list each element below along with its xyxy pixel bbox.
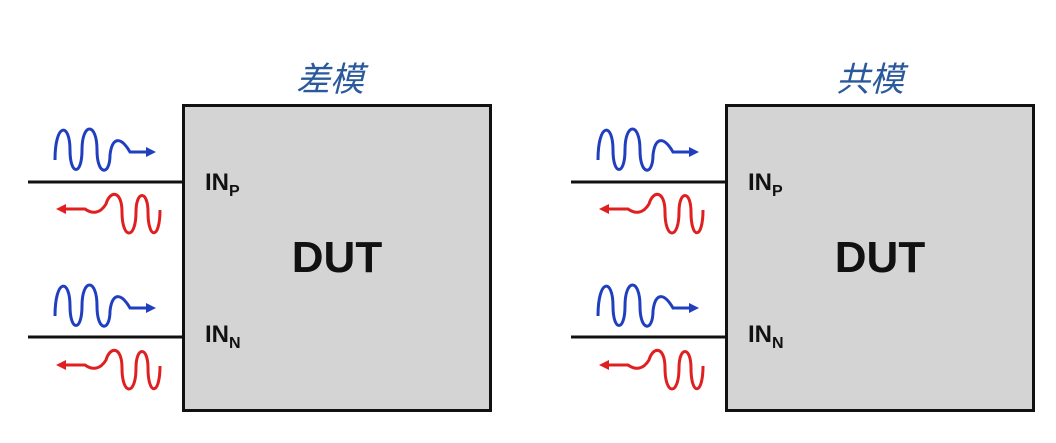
panel-title-common: 共模 xyxy=(836,60,904,100)
signal-lines-common xyxy=(571,127,727,391)
pin-label-n: INN xyxy=(748,321,784,352)
reflected-wave-arrow-icon xyxy=(599,349,705,391)
dut-box: INP DUT INN xyxy=(182,104,492,412)
dut-box: INP DUT INN xyxy=(725,104,1035,412)
signal-lines-differential xyxy=(28,127,184,391)
pin-label-p: INP xyxy=(748,169,783,200)
reflected-wave-arrow-icon xyxy=(56,349,162,391)
incident-wave-arrow-icon xyxy=(53,127,156,172)
incident-wave-arrow-icon xyxy=(596,127,699,172)
dut-label: DUT xyxy=(834,233,926,282)
reflected-wave-arrow-icon xyxy=(599,193,705,235)
pin-label-p: INP xyxy=(205,169,240,200)
incident-wave-arrow-icon xyxy=(596,283,699,328)
pin-label-n: INN xyxy=(205,321,241,352)
reflected-wave-arrow-icon xyxy=(56,193,162,235)
incident-wave-arrow-icon xyxy=(53,283,156,328)
differential-mode-panel: 差模 INP DUT INN xyxy=(28,60,492,412)
panel-title-differential: 差模 xyxy=(296,60,364,100)
dut-label: DUT xyxy=(291,233,383,282)
common-mode-panel: 共模 INP DUT INN xyxy=(543,0,1056,443)
